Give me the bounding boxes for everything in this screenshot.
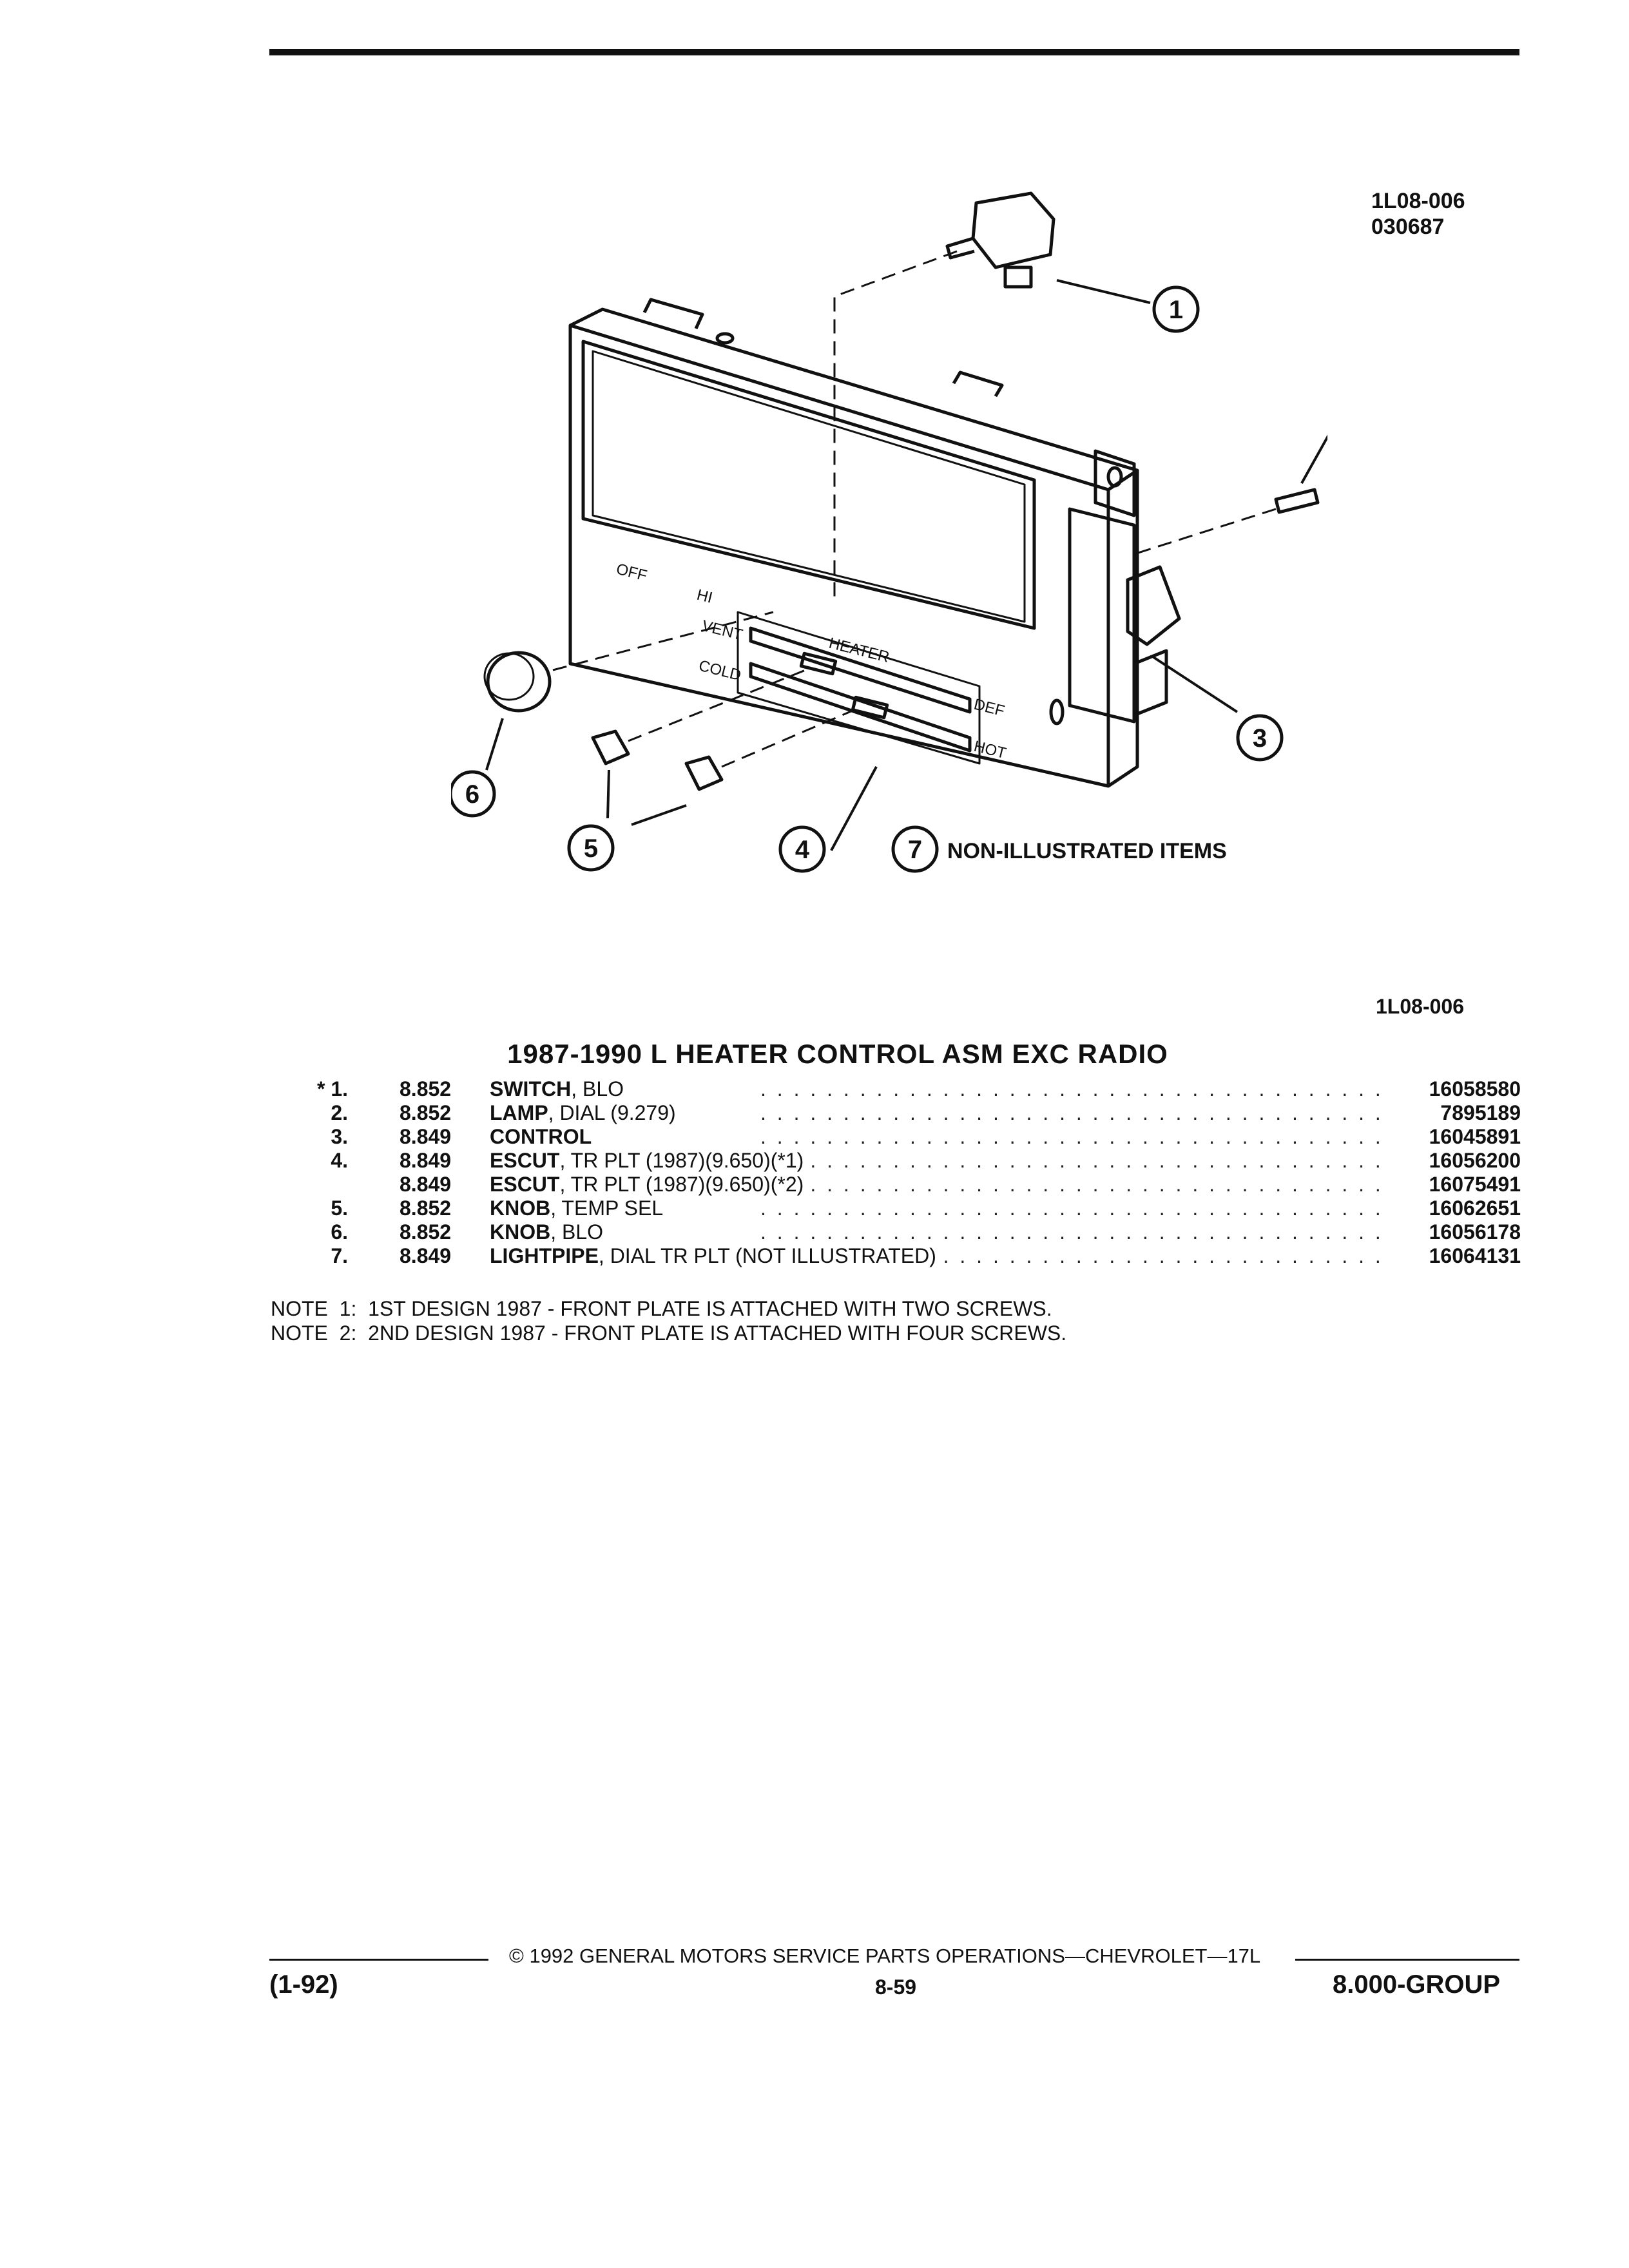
item-number: 7.: [331, 1244, 348, 1267]
part-number: 16045891: [1398, 1125, 1521, 1149]
item-number: 2.: [331, 1101, 348, 1124]
dial-window: [581, 340, 1036, 630]
callout-7: 7: [908, 836, 922, 864]
part-number: 16056200: [1398, 1149, 1521, 1173]
part-name: LIGHTPIPE: [490, 1244, 599, 1267]
part-desc: , TEMP SEL: [550, 1196, 664, 1220]
part-desc: , BLO: [550, 1220, 604, 1244]
part-number: 7895189: [1398, 1101, 1521, 1125]
part-desc: , BLO: [571, 1077, 624, 1100]
part-desc: , DIAL (9.279): [548, 1101, 676, 1124]
part-number: 16062651: [1398, 1196, 1521, 1220]
housing-side: [1107, 470, 1139, 788]
footer-copyright: © 1992 GENERAL MOTORS SERVICE PARTS OPER…: [509, 1945, 1261, 1967]
part-name: LAMP: [490, 1101, 548, 1124]
part-number: 16064131: [1398, 1244, 1521, 1268]
group-number: 8.849: [400, 1244, 452, 1267]
notes: NOTE 1: 1ST DESIGN 1987 - FRONT PLATE IS…: [271, 1296, 1066, 1345]
callout-1: 1: [1169, 296, 1183, 324]
parts-row: * 1. 8.852 . . . . . . . . . . . . . . .…: [271, 1077, 1521, 1101]
part-name: KNOB: [490, 1196, 551, 1220]
part-name: CONTROL: [490, 1125, 592, 1148]
parts-row: 6. 8.852 . . . . . . . . . . . . . . . .…: [271, 1220, 1521, 1244]
footer-group: 8.000-GROUP: [1333, 1970, 1501, 1999]
item-number: 3.: [331, 1125, 348, 1148]
part-number: 16058580: [1398, 1077, 1521, 1101]
group-number: 8.849: [400, 1125, 452, 1148]
heater-control-diagram: 1 2 3 4 5 7 6 NON-ILLUSTRATED ITEMS OFF …: [451, 191, 1327, 873]
parts-row: 4. 8.849 . . . . . . . . . . . . . . . .…: [271, 1149, 1521, 1173]
part-name: ESCUT: [490, 1173, 560, 1196]
group-number: 8.852: [400, 1101, 452, 1124]
group-number: 8.852: [400, 1196, 452, 1220]
housing-top: [569, 307, 1139, 492]
group-number: 8.849: [400, 1173, 452, 1196]
item-number: 5.: [331, 1196, 348, 1220]
item-number: 4.: [331, 1149, 348, 1172]
callout-5: 5: [584, 834, 598, 863]
housing-face: [568, 323, 1110, 788]
part-name: ESCUT: [490, 1149, 560, 1172]
figure-date: 030687: [1371, 215, 1445, 239]
part-name: KNOB: [490, 1220, 551, 1244]
top-rule: [269, 49, 1519, 55]
blower-knob: [486, 651, 552, 713]
footer-rule-left: [269, 1959, 488, 1961]
part-desc: , TR PLT (1987)(9.650)(*2): [559, 1173, 804, 1196]
part-desc: , DIAL TR PLT (NOT ILLUSTRATED): [598, 1244, 936, 1267]
figure-bottom-id: 1L08-006: [1376, 995, 1464, 1018]
part-desc: , TR PLT (1987)(9.650)(*1): [559, 1149, 804, 1172]
parts-row: 5. 8.852 . . . . . . . . . . . . . . . .…: [271, 1196, 1521, 1220]
group-number: 8.852: [400, 1077, 452, 1100]
parts-row: 2. 8.852 . . . . . . . . . . . . . . . .…: [271, 1101, 1521, 1125]
section-title: 1987-1990 L HEATER CONTROL ASM EXC RADIO: [507, 1039, 1168, 1069]
note-2: NOTE 2: 2ND DESIGN 1987 - FRONT PLATE IS…: [271, 1321, 1067, 1345]
callout-6: 6: [465, 780, 479, 809]
parts-list: * 1. 8.852 . . . . . . . . . . . . . . .…: [271, 1077, 1521, 1268]
note-1: NOTE 1: 1ST DESIGN 1987 - FRONT PLATE IS…: [271, 1297, 1052, 1320]
item-number: * 1.: [316, 1077, 348, 1100]
group-number: 8.849: [400, 1149, 452, 1172]
parts-row: 7. 8.849 . . . . . . . . . . . . . . . .…: [271, 1244, 1521, 1268]
parts-row: 3. 8.849 . . . . . . . . . . . . . . . .…: [271, 1125, 1521, 1149]
figure-id: 1L08-006: [1371, 189, 1465, 213]
part-number: 16056178: [1398, 1220, 1521, 1244]
callout-4: 4: [795, 836, 810, 864]
non-illustrated-label: NON-ILLUSTRATED ITEMS: [947, 839, 1227, 863]
parts-row: 8.849 . . . . . . . . . . . . . . . . . …: [400, 1173, 1521, 1196]
page-number: 8-59: [875, 1975, 917, 1999]
part-name: SWITCH: [490, 1077, 572, 1100]
group-number: 8.852: [400, 1220, 452, 1244]
item-number: 6.: [331, 1220, 348, 1244]
callout-3: 3: [1253, 724, 1267, 753]
part-number: 16075491: [1398, 1173, 1521, 1196]
footer-date: (1-92): [269, 1970, 338, 1999]
footer-rule-right: [1295, 1959, 1519, 1961]
